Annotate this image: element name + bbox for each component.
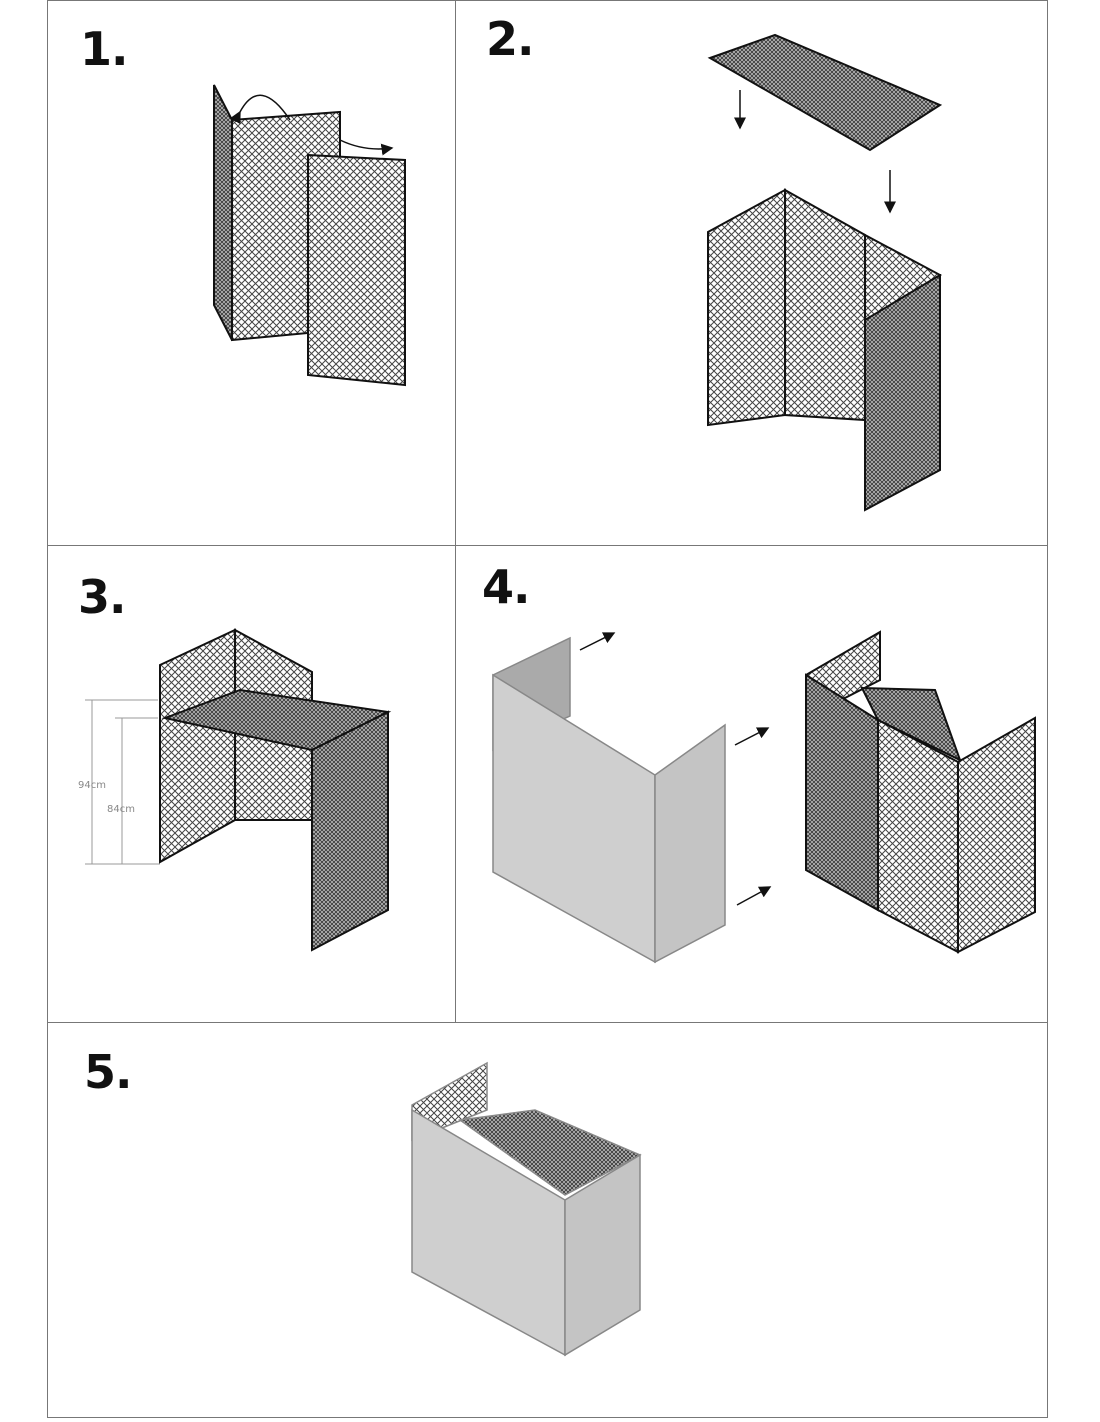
step-number-2: 2. xyxy=(486,12,534,66)
divider xyxy=(47,545,1048,546)
shelf-height-label: 84cm xyxy=(107,804,135,815)
step-number-1: 1. xyxy=(80,22,128,76)
step-1-folding-panels xyxy=(213,84,406,387)
height-dimensions xyxy=(85,699,160,865)
divider xyxy=(47,1022,1048,1023)
step-number-4: 4. xyxy=(482,560,530,614)
step-3-shelf xyxy=(159,628,392,952)
step-2-lid-and-frame xyxy=(707,33,943,512)
step-4-cover xyxy=(492,632,772,964)
step-4-frame xyxy=(805,630,1036,954)
outer-height-label: 94cm xyxy=(78,780,106,791)
instruction-sheet xyxy=(47,0,1048,1418)
step-number-5: 5. xyxy=(84,1045,132,1099)
step-5-finished-unit xyxy=(411,1061,642,1357)
step-number-3: 3. xyxy=(78,570,126,624)
divider xyxy=(455,0,456,1022)
